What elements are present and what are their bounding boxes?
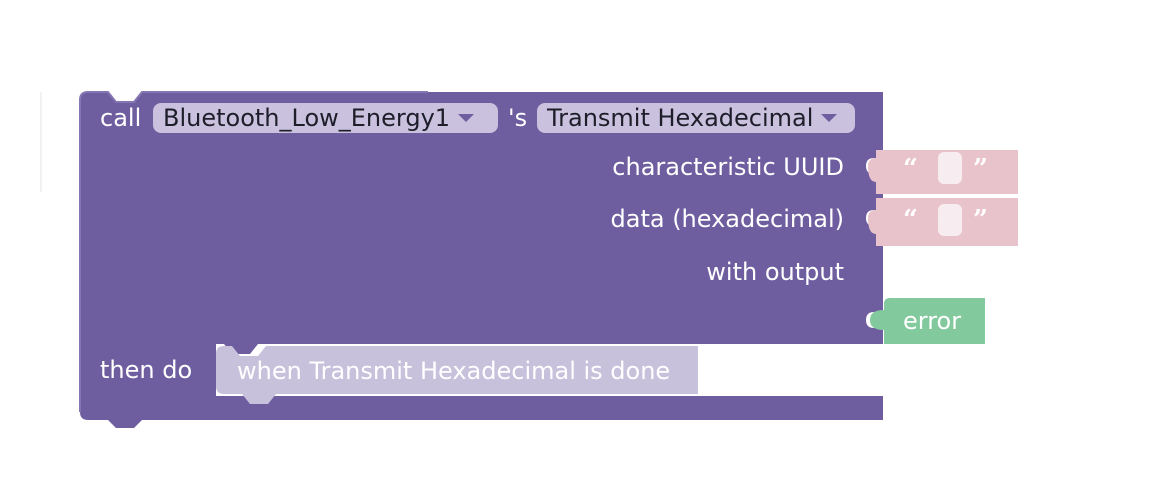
with-output-label: with output [706,258,844,286]
param-label-data-hex: data (hexadecimal) [610,205,845,233]
done-event-block[interactable] [216,346,698,404]
block-highlight [79,91,428,412]
close-quote-icon: ” [973,154,988,184]
uuid-text-field[interactable] [938,152,962,184]
method-dropdown-value: Transmit Hexadecimal [547,104,814,132]
workspace-divider [40,92,42,192]
close-quote-icon: ” [973,205,988,235]
call-label: call [100,104,142,132]
possessive-label: 's [508,104,528,132]
method-dropdown[interactable]: Transmit Hexadecimal [537,103,855,133]
hex-data-text-field[interactable] [938,204,962,236]
error-variable-block[interactable] [870,298,985,344]
chevron-down-icon [821,114,838,122]
open-quote-icon: “ [903,154,918,184]
then-do-label: then do [100,356,193,384]
call-procedure-block[interactable] [80,92,883,428]
open-quote-icon: “ [903,205,918,235]
done-event-label: when Transmit Hexadecimal is done [237,357,671,385]
chevron-down-icon [458,114,475,122]
component-dropdown-value: Bluetooth_Low_Energy1 [163,104,451,132]
param-label-characteristic-uuid: characteristic UUID [612,153,844,181]
error-variable-label: error [903,307,962,335]
component-dropdown[interactable]: Bluetooth_Low_Energy1 [153,103,498,133]
